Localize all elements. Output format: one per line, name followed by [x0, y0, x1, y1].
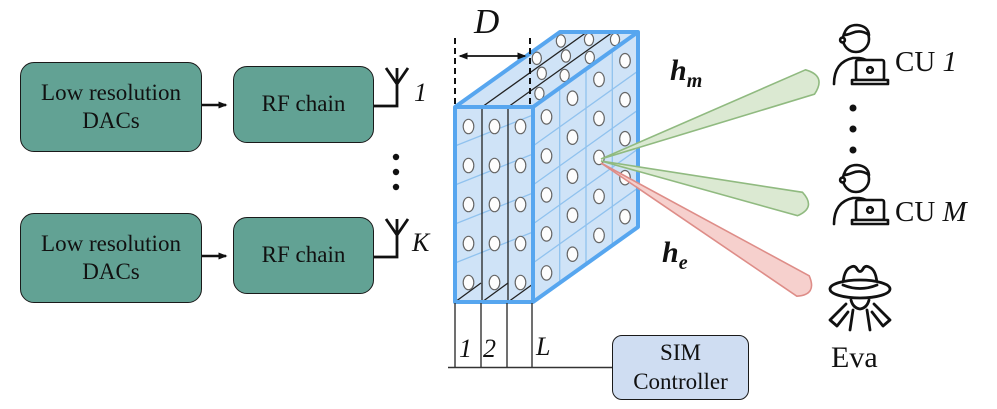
cu-ellipsis-dots — [849, 104, 857, 154]
eva-label: Eva — [831, 341, 878, 374]
tx-ellipsis-dots — [392, 153, 400, 191]
metasurface-dots — [462, 32, 631, 291]
cu-1-index: 1 — [942, 46, 958, 78]
metasurface-outline — [453, 30, 640, 304]
sim-controller-line1: SIM — [660, 340, 701, 366]
layer-label-2: 2 — [483, 334, 496, 363]
antenna-k-icon — [372, 218, 410, 259]
layer-label-1: 1 — [459, 334, 472, 363]
antenna-1-label: 1 — [414, 78, 427, 107]
metasurface-layer-edges — [454, 31, 614, 303]
antenna-1-icon — [372, 67, 410, 108]
cu-m-index: M — [942, 196, 967, 228]
dimension-marker — [454, 38, 531, 104]
channel-hm-label: hm — [670, 54, 702, 93]
dac-box-2-line1: Low resolution — [41, 230, 181, 256]
channel-hm-subscript: m — [686, 70, 703, 92]
channel-he-label: he — [662, 236, 688, 275]
metasurface — [453, 30, 640, 304]
rf-chain-box-2: RF chain — [233, 217, 374, 294]
antenna-k-label: K — [412, 228, 430, 257]
layer-label-L: L — [536, 332, 551, 361]
cu-m-label: CU M — [895, 196, 967, 229]
dac-to-rf-arrows — [200, 101, 228, 260]
sim-controller-line2: Controller — [633, 368, 728, 394]
rf-chain-box-1-label: RF chain — [261, 91, 346, 117]
channel-he-subscript: e — [678, 252, 688, 274]
dac-box-1-line1: Low resolution — [41, 79, 181, 105]
dac-box-2-line2: DACs — [82, 259, 140, 284]
channel-he-symbol: h — [662, 236, 679, 269]
beam-to-cu1 — [600, 68, 820, 160]
cu-m-prefix: CU — [895, 196, 943, 228]
channel-hm-symbol: h — [670, 54, 687, 87]
sim-controller-box: SIM Controller — [612, 335, 749, 400]
eva-spy-icon — [828, 264, 892, 332]
rf-chain-box-1: RF chain — [233, 66, 374, 143]
dac-box-1: Low resolution DACs — [20, 62, 202, 152]
cu-1-prefix: CU — [895, 46, 943, 78]
dimension-label: D — [474, 2, 500, 41]
cu-m-user-icon — [832, 163, 890, 226]
layer-leader-lines — [448, 303, 613, 369]
cu-1-user-icon — [832, 23, 890, 86]
dac-box-1-line2: DACs — [82, 108, 140, 133]
beam-to-eva — [600, 162, 813, 298]
cu-1-label: CU 1 — [895, 46, 957, 79]
rf-chain-box-2-label: RF chain — [261, 242, 346, 268]
beam-to-cum — [600, 160, 810, 217]
dac-box-2: Low resolution DACs — [20, 213, 202, 303]
